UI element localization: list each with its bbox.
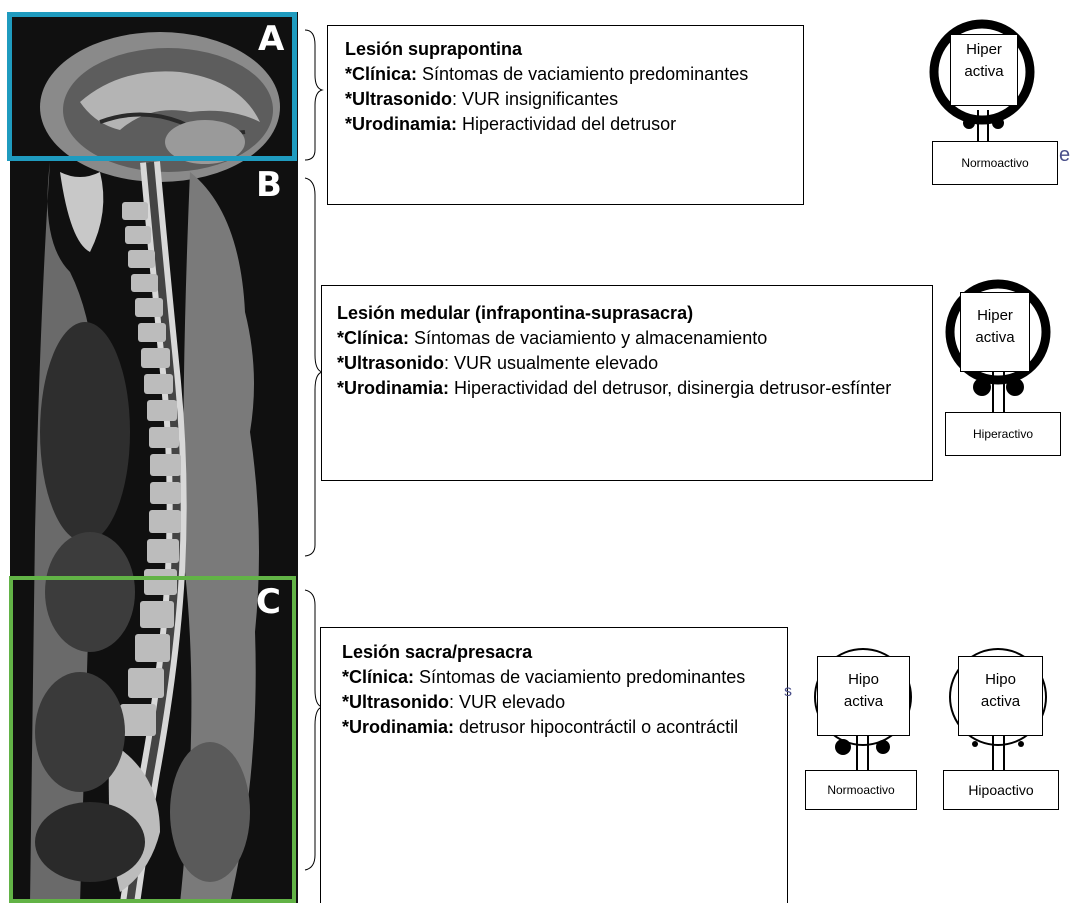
box-a-ultrasonido-text: : VUR insignificantes — [452, 89, 618, 109]
box-a-urodinamia-label: *Urodinamia: — [345, 114, 457, 134]
bladder-c2-top-line1: Hipo — [959, 669, 1042, 691]
brace-b — [305, 178, 322, 556]
box-c-clinica-text: Síntomas de vaciamiento predominantes — [414, 667, 745, 687]
box-b-ultrasonido-label: *Ultrasonido — [337, 353, 444, 373]
lesion-suprapontina-box: Lesión suprapontina *Clínica: Síntomas d… — [327, 25, 804, 205]
box-a-urodinamia-text: Hiperactividad del detrusor — [457, 114, 676, 134]
box-a-clinica-label: *Clínica: — [345, 64, 417, 84]
region-a-letter: A — [258, 22, 284, 56]
box-c-urodinamia-text: detrusor hipocontráctil o acontráctil — [454, 717, 738, 737]
box-a-ultrasonido-label: *Ultrasonido — [345, 89, 452, 109]
bladder-c1-top-line2: activa — [818, 691, 909, 713]
bladder-b-sphincter-label: Hiperactivo — [945, 412, 1061, 456]
box-c-title: Lesión sacra/presacra — [342, 642, 532, 662]
box-c-clinica-label: *Clínica: — [342, 667, 414, 687]
region-c-frame — [9, 576, 296, 903]
bladder-diagram-c1: Hipo activa s Normoactivo — [790, 645, 945, 820]
lesion-medular-box: Lesión medular (infrapontina-suprasacra)… — [321, 285, 933, 481]
box-a-title: Lesión suprapontina — [345, 39, 522, 59]
bladder-b-top-line2: activa — [961, 327, 1029, 349]
box-c-ultrasonido-text: : VUR elevado — [449, 692, 565, 712]
box-b-ultrasonido-text: : VUR usualmente elevado — [444, 353, 658, 373]
region-a-frame — [7, 12, 297, 161]
bladder-b-detrusor-label: Hiper activa — [960, 292, 1030, 372]
bladder-c1-detrusor-label: Hipo activa — [817, 656, 910, 736]
box-b-title: Lesión medular (infrapontina-suprasacra) — [337, 303, 693, 323]
bladder-diagram-c2: Hipo activa Hipoactivo — [940, 645, 1070, 820]
box-b-clinica-text: Síntomas de vaciamiento y almacenamiento — [409, 328, 767, 348]
bladder-a-sphincter-label: Normoactivo — [932, 141, 1058, 185]
bladder-c1-top-line1: Hipo — [818, 669, 909, 691]
box-c-urodinamia-label: *Urodinamia: — [342, 717, 454, 737]
bladder-a-top-line2: activa — [951, 61, 1017, 83]
region-b-letter: B — [256, 168, 282, 202]
bladder-b-top-line1: Hiper — [961, 305, 1029, 327]
lesion-sacra-box: Lesión sacra/presacra *Clínica: Síntomas… — [320, 627, 788, 903]
box-b-urodinamia-text: Hiperactividad del detrusor, disinergia … — [449, 378, 891, 398]
box-c-ultrasonido-label: *Ultrasonido — [342, 692, 449, 712]
box-a-clinica-text: Síntomas de vaciamiento predominantes — [417, 64, 748, 84]
bladder-c1-sphincter-label: Normoactivo — [805, 770, 917, 810]
bladder-c1-stray-char: s — [784, 683, 792, 701]
box-b-clinica-label: *Clínica: — [337, 328, 409, 348]
bladder-diagram-b: Hiper activa Hiperactivo — [940, 272, 1070, 462]
bladder-c2-detrusor-label: Hipo activa — [958, 656, 1043, 736]
bladder-a-stray-char: e — [1059, 144, 1070, 167]
brace-a — [305, 30, 322, 160]
bladder-a-top-line1: Hiper — [951, 39, 1017, 61]
bladder-diagram-a: Hiper activa Normoactivo e — [925, 10, 1070, 190]
bladder-c2-sphincter-label: Hipoactivo — [943, 770, 1059, 810]
bladder-c2-top-line2: activa — [959, 691, 1042, 713]
box-b-urodinamia-label: *Urodinamia: — [337, 378, 449, 398]
region-c-letter: C — [256, 585, 281, 619]
bladder-a-detrusor-label: Hiper activa — [950, 34, 1018, 106]
